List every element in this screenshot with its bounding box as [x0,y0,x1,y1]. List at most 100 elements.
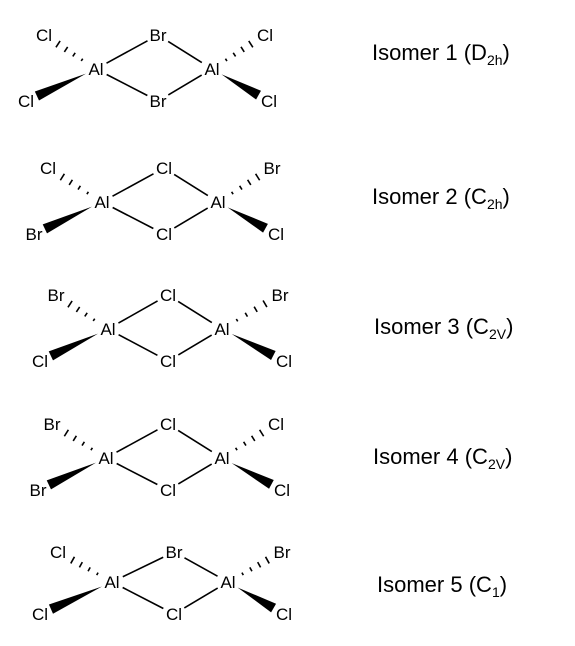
isomer-4-bond-left-hashed-hash-3 [72,435,78,442]
isomer-5-left-metal: Al [104,573,119,592]
isomer-1-right-hashed-atom: Cl [257,26,273,45]
isomer-1-bridge-top: Br [150,26,167,45]
isomer-3-structure: Br Cl Al Cl Cl Al Br Cl [32,286,292,371]
isomer-3-right-metal: Al [214,320,229,339]
isomer-4-bond-left-hashed-hash-4 [63,429,70,437]
isomer-4-bond-right-hashed-hash-4 [258,429,265,437]
isomer-3-bond-left-hashed-hash-1 [92,318,96,322]
isomer-4-bond-left-hashed [63,429,94,451]
isomer-3-left-wedge-atom: Cl [32,352,48,371]
isomer-2-left-hashed-atom: Cl [40,159,56,178]
isomer-3-bond-right-hashed-hash-1 [235,318,239,322]
isomer-4-bond-right-bridge-bottom [177,463,213,485]
isomer-4-bond-right-hashed [234,429,265,451]
isomer-3-left-metal: Al [100,320,115,339]
isomer-5-bond-left-hashed-hash-4 [70,556,76,564]
isomer-5-bond-left-hashed-hash-1 [96,572,99,576]
isomer-4-right-wedge-atom: Cl [274,481,290,500]
isomer-3-bond-left-hashed-hash-3 [75,306,81,313]
isomer-1-bond-left-hashed-hash-1 [80,58,84,62]
isomer-1-bond-left-hashed-hash-4 [55,40,61,48]
isomer-4-bond-left-bridge-bottom [116,462,158,486]
isomer-4-bonds [46,429,274,490]
isomer-4-label: Isomer 4 (C2V) [373,444,513,472]
isomer-2-label: Isomer 2 (C2h) [372,184,510,212]
isomer-5-bond-right-hashed [241,556,270,576]
isomer-3-bridge-top: Cl [160,286,176,305]
isomer-3-right-wedge-atom: Cl [276,352,292,371]
isomer-4-point-group-letter: C [472,444,488,469]
isomer-4-left-wedge-atom: Br [30,481,47,500]
isomer-5-bridge-top: Br [166,543,183,562]
isomer-2-bond-left-hashed-hash-2 [77,185,82,190]
isomer-1-bond-right-hashed-hash-2 [232,52,237,57]
isomer-5-structure: Cl Cl Al Br Cl Al Br Cl [32,543,292,624]
isomer-1-left-wedge-atom: Cl [18,92,34,111]
isomer-1-bond-left-wedge [34,73,86,101]
isomer-5-right-hashed-atom: Br [274,543,291,562]
isomer-row-1: Cl Cl Al Br Br Al Cl Cl Isomer 1 (D2h) [0,8,575,118]
isomer-4-bond-right-wedge [231,463,274,489]
isomer-1-point-group-letter: D [471,40,487,65]
isomer-4-bond-right-bridge-top [177,429,213,453]
isomer-1-bond-right-hashed-hash-1 [224,58,228,62]
isomer-2-right-hashed-atom: Br [264,159,281,178]
isomer-4-bond-right-hashed-hash-1 [234,447,238,451]
isomer-5-bridge-bottom: Cl [166,605,182,624]
isomer-5-bond-right-bridge-top [184,557,218,577]
isomer-2-bond-right-hashed-hash-2 [238,185,243,190]
isomer-1-bond-left-hashed-hash-3 [63,46,69,53]
isomer-5-left-wedge-atom: Cl [32,605,48,624]
isomer-2-structure: Cl Br Al Cl Cl Al Br Cl [26,159,285,244]
isomer-2-bond-left-hashed-hash-3 [68,179,74,186]
isomer-1-bond-left-hashed [55,40,84,62]
isomer-5-name: Isomer 5 [377,572,463,597]
isomer-3-bond-left-bridge-bottom [118,333,158,357]
isomer-5-bond-right-bridge-bottom [183,587,219,609]
isomer-3-bond-left-bridge-top [118,300,158,324]
isomer-1-right-wedge-atom: Cl [261,92,277,111]
isomer-4-bridge-bottom: Cl [160,481,176,500]
isomer-5-right-metal: Al [220,573,235,592]
isomer-3-point-group-letter: C [473,314,489,339]
isomer-5-bond-left-bridge-top [122,556,164,578]
isomer-3-bonds [48,300,276,361]
isomer-1-bond-right-hashed-hash-4 [248,40,254,48]
isomer-1-point-group-subscript: 2h [486,52,503,68]
isomer-row-5: Cl Cl Al Br Cl Al Br Cl Isomer 5 (C1) [0,530,575,640]
isomer-3-bond-right-hashed-hash-2 [244,312,249,318]
isomer-5-bond-left-wedge [48,586,102,614]
isomer-5-bond-right-wedge [237,587,277,613]
isomer-2-right-wedge-atom: Cl [268,225,284,244]
isomer-2-bond-right-wedge [227,207,268,233]
isomer-5-bond-right-hashed-hash-1 [241,572,244,576]
isomer-3-name: Isomer 3 [374,314,460,339]
isomer-5-bond-left-hashed-hash-2 [87,566,91,572]
isomer-3-point-group-subscript: 2V [488,326,507,342]
isomer-1-left-metal: Al [88,60,103,79]
isomer-2-bond-right-bridge-bottom [173,207,209,229]
isomer-5-bond-right-hashed-hash-4 [264,556,270,564]
isomer-3-right-hashed-atom: Br [272,286,289,305]
isomer-row-2: Cl Br Al Cl Cl Al Br Cl Isomer 2 (C2h) [0,141,575,251]
isomer-4-structure: Br Br Al Cl Cl Al Cl Cl [30,415,291,500]
isomer-1-bond-right-hashed-hash-3 [240,46,245,53]
isomer-1-label: Isomer 1 (D2h) [372,40,510,68]
isomer-4-bond-right-hashed-hash-2 [242,441,247,446]
isomer-1-bond-right-bridge-bottom [167,74,203,96]
isomer-3-bridge-bottom: Cl [160,352,176,371]
isomer-row-4: Br Br Al Cl Cl Al Cl Cl Isomer 4 (C2V) [0,404,575,514]
isomer-2-bond-left-hashed-hash-1 [86,191,90,195]
isomer-2-bond-left-wedge [42,206,93,234]
isomer-2-bonds [42,173,268,234]
isomer-5-bond-left-hashed [70,556,99,576]
isomer-1-structure: Cl Cl Al Br Br Al Cl Cl [18,26,277,111]
isomer-4-right-metal: Al [214,449,229,468]
isomer-1-name: Isomer 1 [372,40,458,65]
isomer-5-point-group-letter: C [476,572,492,597]
isomer-2-bond-right-hashed-hash-3 [246,179,252,186]
isomer-1-bond-left-bridge-top [106,40,148,64]
isomer-3-bond-right-wedge [231,334,276,360]
isomer-4-name: Isomer 4 [373,444,459,469]
isomer-3-bond-right-hashed-hash-3 [253,306,258,313]
